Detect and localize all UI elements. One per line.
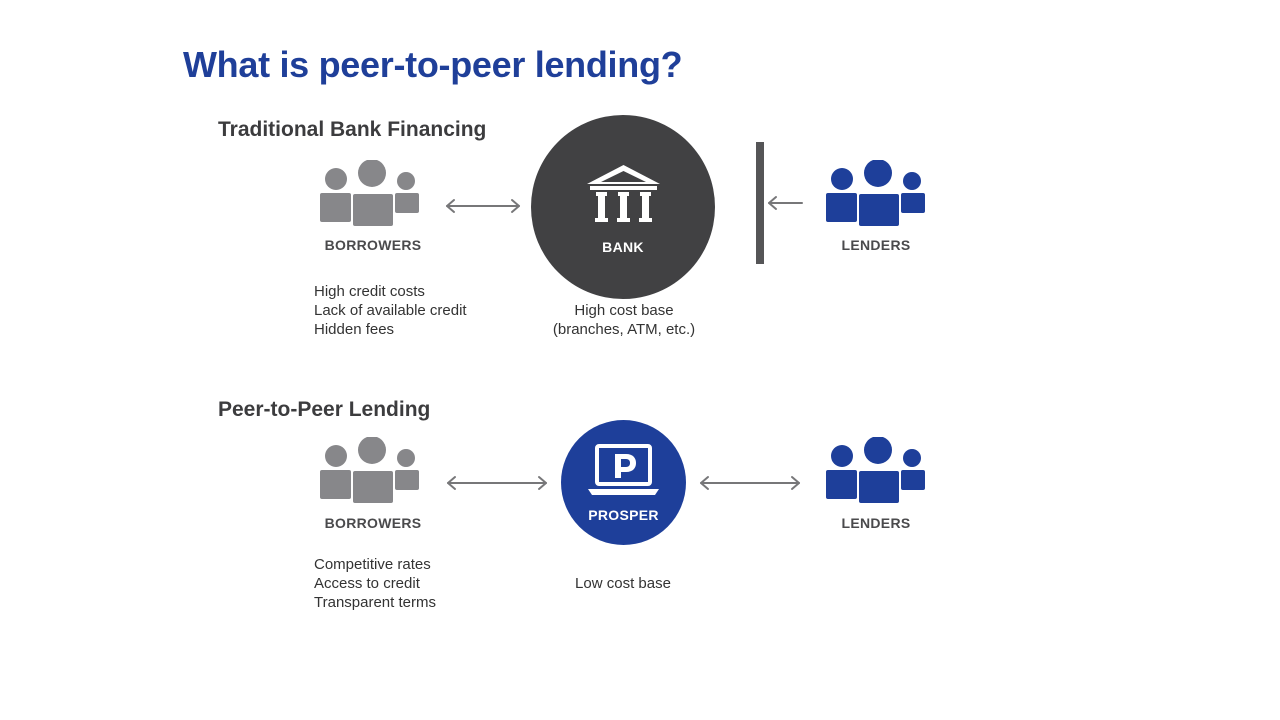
barrier-bar — [756, 142, 764, 264]
lenders-group-p2p — [826, 437, 926, 503]
note-line: High credit costs — [314, 283, 425, 300]
bank-label: BANK — [602, 239, 644, 255]
people-group-icon — [826, 437, 925, 503]
double-arrow-icon — [446, 199, 520, 213]
prosper-label: PROSPER — [588, 507, 659, 523]
bank-notes: High cost base (branches, ATM, etc.) — [524, 301, 724, 339]
note-line: Access to credit — [314, 575, 420, 592]
borrowers-group-p2p — [320, 437, 420, 503]
page-title: What is peer-to-peer lending? — [183, 44, 683, 85]
borrowers-group-traditional — [320, 160, 420, 226]
bank-circle: BANK — [531, 115, 715, 299]
prosper-circle: PROSPER — [561, 420, 686, 545]
note-line: High cost base — [574, 302, 674, 319]
note-line: (branches, ATM, etc.) — [552, 321, 696, 338]
note-line: Low cost base — [575, 575, 671, 592]
borrower-notes-p2p: Competitive rates Access to credit Trans… — [314, 555, 436, 612]
note-line: Hidden fees — [314, 321, 395, 338]
lenders-label-traditional: LENDERS — [841, 237, 911, 253]
note-line: Transparent terms — [314, 594, 436, 611]
bank-building-icon — [587, 165, 660, 222]
borrowers-label-p2p: BORROWERS — [324, 515, 422, 531]
note-line: Lack of available credit — [314, 302, 467, 319]
borrower-notes-traditional: High credit costs Lack of available cred… — [314, 282, 467, 339]
section-title-p2p: Peer-to-Peer Lending — [218, 398, 431, 421]
people-group-icon — [826, 160, 925, 226]
people-group-icon — [320, 160, 419, 226]
lenders-label-p2p: LENDERS — [841, 515, 911, 531]
people-group-icon — [320, 437, 419, 503]
left-arrow-icon — [768, 196, 803, 210]
prosper-notes: Low cost base — [523, 574, 723, 593]
section-title-traditional: Traditional Bank Financing — [218, 118, 487, 141]
laptop-p-logo-icon — [588, 444, 659, 495]
double-arrow-icon — [447, 476, 547, 490]
double-arrow-icon — [700, 476, 800, 490]
borrowers-label-traditional: BORROWERS — [324, 237, 422, 253]
note-line: Competitive rates — [314, 556, 431, 573]
lenders-group-traditional — [826, 160, 926, 226]
